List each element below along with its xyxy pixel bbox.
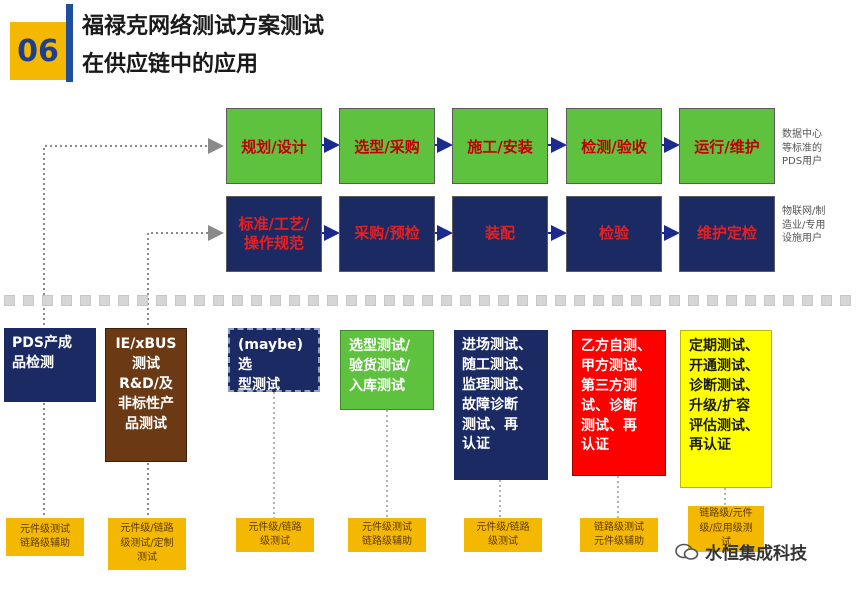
step-inspection: 检验 (566, 196, 662, 272)
separator-dot (232, 295, 243, 306)
header-accent-bar (66, 4, 73, 82)
separator-dot (498, 295, 509, 306)
separator-dot (42, 295, 53, 306)
watermark: 水恒集成科技 (675, 539, 807, 564)
separator-dot (764, 295, 775, 306)
construction-test-box: 进场测试、随工测试、监理测试、 故障诊断测试、再认证 (454, 330, 548, 480)
step-selection-purchase: 选型/采购 (339, 108, 435, 184)
separator-dot (270, 295, 281, 306)
separator-dot (555, 295, 566, 306)
operation-test-box: 定期测试、开通测试、诊断测试、 升级/扩容评估测试、再认证 (680, 330, 772, 488)
level-tag: 链路级/元件级/应用级测试 (688, 506, 764, 552)
separator-dot (441, 295, 452, 306)
separator-dot (574, 295, 585, 306)
separator-dot (99, 295, 110, 306)
separator-dot (460, 295, 471, 306)
level-tag: 元件级测试链路级辅助 (6, 518, 84, 556)
separator-dot (612, 295, 623, 306)
separator-dot (840, 295, 851, 306)
separator-dot (251, 295, 262, 306)
level-tag: 元件级测试链路级辅助 (348, 518, 426, 552)
separator-dot (517, 295, 528, 306)
level-tag: 元件级/链路级测试/定制测试 (108, 518, 186, 570)
separator-dot (156, 295, 167, 306)
separator-dot (175, 295, 186, 306)
step-construction-install: 施工/安装 (452, 108, 548, 184)
separator-dot (403, 295, 414, 306)
separator-dot (631, 295, 642, 306)
separator-dot (669, 295, 680, 306)
wechat-icon (675, 543, 699, 560)
level-tag: 元件级/链路级测试 (236, 518, 314, 552)
level-tag: 链路级测试元件级辅助 (580, 518, 658, 552)
selection-test-box: 选型测试/验货测试/入库测试 (340, 330, 434, 410)
separator-dot (346, 295, 357, 306)
separator-dot (365, 295, 376, 306)
step-test-acceptance: 检测/验收 (566, 108, 662, 184)
step-purchase-precheck: 采购/预检 (339, 196, 435, 272)
maybe-selection-test-box: (maybe)选型测试 (228, 328, 320, 393)
watermark-text: 水恒集成科技 (705, 544, 807, 564)
separator-dot (137, 295, 148, 306)
page-title: 福禄克网络测试方案测试 (82, 14, 325, 39)
separator-dot (308, 295, 319, 306)
separator-dot (213, 295, 224, 306)
separator-dot (745, 295, 756, 306)
separator-dot (4, 295, 15, 306)
separator-dot (650, 295, 661, 306)
separator-dot (327, 295, 338, 306)
level-tag: 元件级/链路级测试 (464, 518, 542, 552)
separator-dot (80, 295, 91, 306)
separator-dot (802, 295, 813, 306)
separator-dot (194, 295, 205, 306)
step-assembly: 装配 (452, 196, 548, 272)
step-plan-design: 规划/设计 (226, 108, 322, 184)
separator-dot (422, 295, 433, 306)
separator-dot (821, 295, 832, 306)
inspection-test-box: 乙方自测、甲方测试、第三方测 试、诊断测试、再认证 (572, 330, 666, 476)
separator-dot (593, 295, 604, 306)
step-operation-maintenance: 运行/维护 (679, 108, 775, 184)
separator-dot (23, 295, 34, 306)
separator-dot (783, 295, 794, 306)
page-subtitle: 在供应链中的应用 (82, 52, 259, 77)
separator-dot (384, 295, 395, 306)
separator-dot (289, 295, 300, 306)
separator-dot (707, 295, 718, 306)
row2-side-note: 物联网/制造业/专用设施用户 (782, 206, 826, 244)
pds-product-test-box: PDS产成品检测 (4, 328, 96, 402)
separator-dot (61, 295, 72, 306)
section-number-badge: 06 (10, 22, 66, 80)
section-number: 06 (17, 33, 59, 69)
step-standard-process: 标准/工艺/操作规范 (226, 196, 322, 272)
separator-dot (479, 295, 490, 306)
separator-dot (536, 295, 547, 306)
separator-dots (0, 295, 856, 309)
separator-dot (118, 295, 129, 306)
separator-dot (688, 295, 699, 306)
step-maintenance-check: 维护定检 (679, 196, 775, 272)
separator-dot (726, 295, 737, 306)
